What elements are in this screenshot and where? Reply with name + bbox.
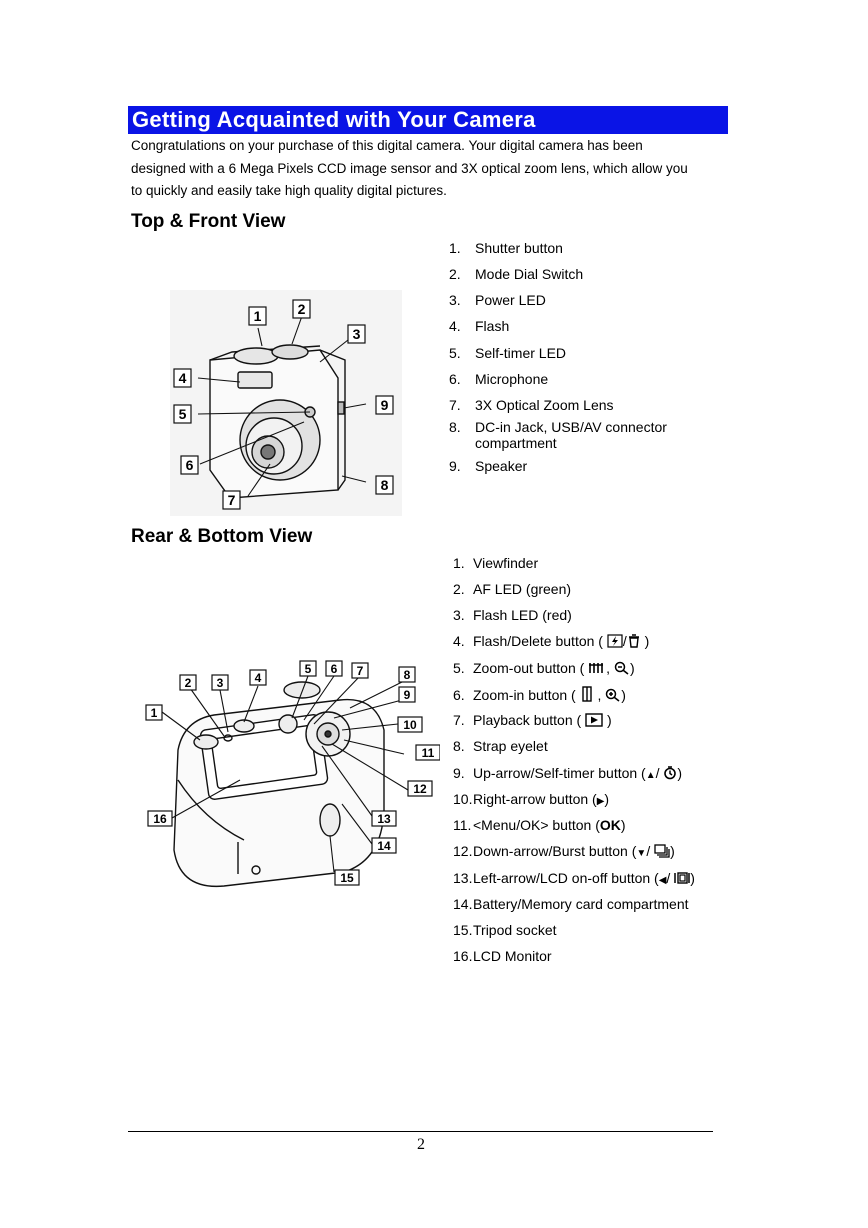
intro-line: designed with a 6 Mega Pixels CCD image … (131, 160, 688, 176)
list-item: 6.Microphone (449, 371, 549, 387)
callout-label: 16 (153, 812, 167, 826)
list-item: 16.LCD Monitor (453, 948, 552, 964)
list-item: 1.Viewfinder (453, 555, 539, 571)
list-item: 14.Battery/Memory card compartment (453, 896, 689, 912)
down-arrow-icon: ▼ (636, 848, 647, 859)
callout-label: 12 (413, 782, 427, 796)
callout-label: 7 (357, 664, 364, 678)
list-item: 13.Left-arrow/LCD on-off button (◀/ ) (453, 870, 695, 886)
callout-label: 1 (254, 308, 262, 324)
list-item: 9.Up-arrow/Self-timer button (▲/ ) (453, 765, 683, 781)
telephoto-icon (581, 686, 592, 702)
callout-label: 13 (377, 812, 391, 826)
lcd-onoff-icon (674, 872, 690, 884)
list-item: 7.3X Optical Zoom Lens (449, 397, 614, 413)
list-item: 7.Playback button ( ) (453, 712, 612, 728)
zoom-out-icon (614, 661, 629, 675)
list-item: 5.Self-timer LED (449, 345, 567, 361)
callout-label: 15 (340, 871, 354, 885)
callout-label: 9 (381, 397, 389, 413)
callout-label: 8 (404, 668, 411, 682)
list-item: 12.Down-arrow/Burst button (▼/ ) (453, 843, 675, 859)
list-item: 3.Flash LED (red) (453, 607, 572, 623)
callout-label: 3 (217, 676, 224, 690)
callout-label: 4 (179, 370, 187, 386)
up-arrow-icon: ▲ (645, 770, 656, 781)
page-number: 2 (417, 1136, 425, 1153)
callout-label: 10 (403, 718, 417, 732)
camera-front-figure: 1 2 3 4 5 6 7 8 9 (170, 290, 402, 516)
callout-label: 2 (185, 676, 192, 690)
callout-label: 14 (377, 839, 391, 853)
callout-label: 4 (255, 671, 262, 685)
playback-icon (585, 713, 603, 727)
trash-icon (628, 634, 639, 648)
callout-label: 6 (331, 662, 338, 676)
list-item: 3.Power LED (449, 292, 546, 308)
callout-label: 5 (305, 662, 312, 676)
callout-label: 9 (404, 688, 411, 702)
section-heading-rear-bottom: Rear & Bottom View (131, 526, 313, 547)
intro-line: to quickly and easily take high quality … (131, 183, 447, 198)
list-item: 9.Speaker (449, 458, 528, 474)
list-item: 6.Zoom-in button ( , ) (453, 686, 626, 703)
list-item: 8.Strap eyelet (453, 738, 548, 754)
footer-divider (128, 1131, 713, 1132)
list-item: 1.Shutter button (449, 240, 563, 256)
self-timer-icon (664, 766, 677, 780)
list-item: 10.Right-arrow button (▶) (453, 791, 610, 807)
list-item: 11.<Menu/OK> button (OK) (453, 817, 626, 833)
callout-label: 1 (151, 706, 158, 720)
left-arrow-icon: ◀ (658, 875, 667, 886)
flash-icon (607, 634, 623, 648)
callout-label: 11 (422, 746, 435, 760)
list-item: 4.Flash/Delete button ( / ) (453, 633, 650, 649)
callout-label: 5 (179, 406, 187, 422)
list-item: 2.AF LED (green) (453, 581, 572, 597)
ok-label: OK (599, 817, 621, 833)
burst-icon (654, 844, 670, 858)
list-item: 4.Flash (449, 318, 510, 334)
callout-label: 6 (186, 457, 194, 473)
page-title: Getting Acquainted with Your Camera (128, 106, 728, 134)
callout-label: 7 (228, 492, 236, 508)
wide-angle-icon (589, 663, 604, 673)
callout-label: 3 (353, 326, 361, 342)
section-heading-top-front: Top & Front View (131, 211, 286, 232)
list-item: 15.Tripod socket (453, 922, 557, 938)
list-item: 5.Zoom-out button ( , ) (453, 660, 635, 676)
intro-line: Congratulations on your purchase of this… (131, 138, 643, 153)
callout-label: 2 (298, 301, 306, 317)
callout-label: 8 (381, 477, 389, 493)
camera-rear-figure: 1 2 3 4 5 6 7 8 9 10 11 12 13 14 15 16 (145, 660, 440, 888)
zoom-in-icon (606, 688, 620, 702)
list-item: 2.Mode Dial Switch (449, 266, 584, 282)
right-arrow-icon: ▶ (596, 796, 605, 807)
intro-paragraph: Congratulations on your purchase of this… (131, 135, 731, 203)
